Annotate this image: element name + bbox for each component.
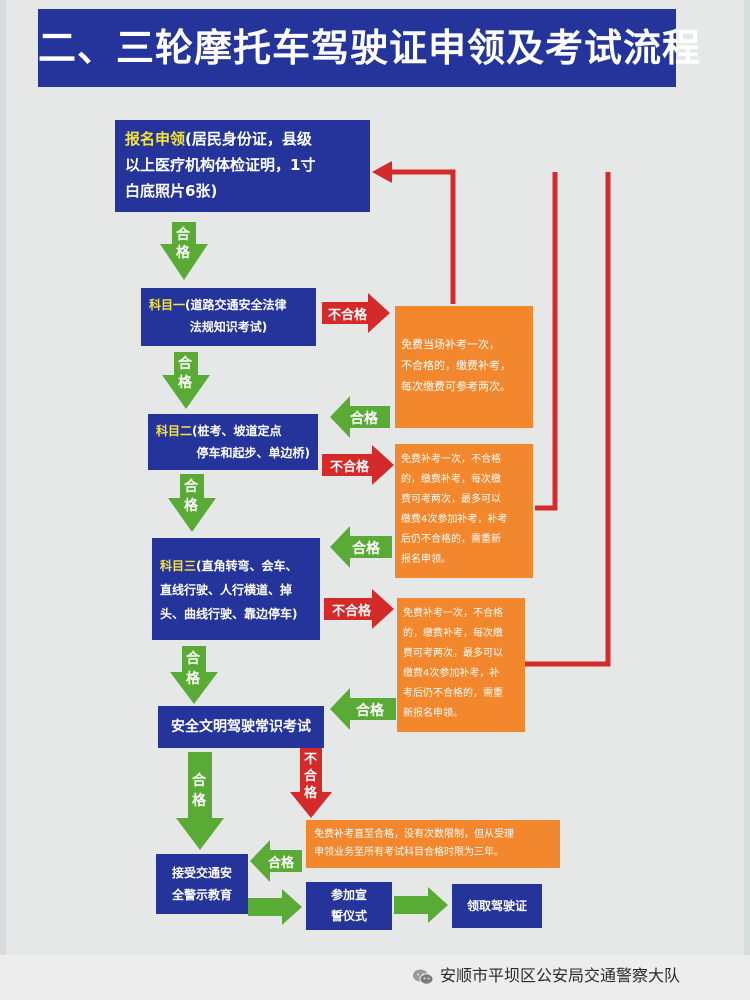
note-subject2: 免费补考一次，不合格 的，缴费补考，每次缴 费可考两次，最多可以 缴费4次参加补… (395, 444, 533, 578)
step-subject1-head: 科目一 (149, 298, 186, 312)
note-subject2-line5: 后仍不合格的，需重新 (401, 534, 501, 545)
fail-label-1: 不合格 (328, 308, 368, 323)
note-subject1-line1: 免费当场补考一次， (401, 338, 500, 351)
step-safety-exam: 安全文明驾驶常识考试 (158, 706, 324, 748)
note-subject1-line3: 每次缴费可参考两次。 (401, 380, 511, 393)
fail-label-3: 不合格 (332, 604, 372, 619)
pass-left-label-1: 合格 (350, 411, 378, 427)
pass-label-3-top: 合 (184, 479, 198, 495)
step-subject3-line3: 头、曲线行驶、靠边停车) (160, 607, 298, 621)
return-line-subject1 (390, 169, 456, 304)
note-subject2-line6: 报名申领。 (401, 554, 451, 565)
step-oath-line2: 誓仪式 (330, 909, 367, 923)
pass-label-5-bottom: 格 (192, 793, 206, 809)
pass-label-5-top: 合 (192, 773, 206, 789)
pass-left-label-4: 合格 (268, 856, 295, 871)
note-subject3-line2: 的，缴费补考，每次缴 (403, 628, 503, 639)
step-apply-line3: 白底照片6张) (125, 182, 218, 200)
step-apply-line2: 以上医疗机构体检证明，1寸 (125, 156, 316, 174)
next-arrow-oath (248, 889, 302, 925)
note-subject2-line1: 免费补考一次，不合格 (401, 454, 501, 465)
note-subject3-line5: 考后仍不合格的，需重 (403, 688, 503, 699)
note-subject3-line1: 免费补考一次，不合格 (403, 608, 503, 619)
return-lines (390, 169, 611, 667)
pass-label-1-top: 合 (176, 227, 190, 243)
step-subject3: 科目三(直角转弯、会车、 直线行驶、人行横道、掉 头、曲线行驶、靠边停车) (152, 538, 320, 640)
pass-left-arrow-1 (330, 396, 390, 438)
pass-arrow-5 (176, 752, 224, 850)
pass-label-2-bottom: 格 (178, 375, 192, 391)
step-license: 领取驾驶证 (452, 884, 542, 928)
pass-left-label-2: 合格 (352, 541, 380, 557)
step-apply: 报名申领(居民身份证，县级 以上医疗机构体检证明，1寸 白底照片6张) (115, 120, 370, 212)
step-subject3-head: 科目三 (160, 559, 197, 573)
next-arrow-license (394, 887, 448, 923)
wechat-icon (413, 969, 434, 985)
note-subject2-line4: 缴费4次参加补考，补考 (401, 514, 508, 525)
step-subject2-head: 科目二 (156, 424, 193, 438)
pass-left-arrow-3 (330, 688, 396, 730)
pass-left-label-3: 合格 (356, 703, 384, 719)
step-subject1-line1: (道路交通安全法律 (185, 298, 287, 312)
pass-left-arrow-2 (330, 526, 392, 568)
step-subject2-line1: (桩考、坡道定点 (192, 424, 282, 438)
pass-label-3-bottom: 格 (184, 498, 198, 514)
step-oath: 参加宣 誓仪式 (306, 882, 392, 930)
step-education-line2: 全警示教育 (171, 888, 232, 902)
step-subject1: 科目一(道路交通安全法律 法规知识考试) (141, 288, 316, 346)
note-subject3-line6: 新报名申领。 (403, 708, 463, 719)
fail-arrow-3 (324, 589, 394, 629)
step-subject2: 科目二(桩考、坡道定点 停车和起步、单边桥) (148, 414, 318, 470)
note-subject3: 免费补考一次，不合格 的，缴费补考，每次缴 费可考两次，最多可以 缴费4次参加补… (397, 598, 525, 732)
pass-arrow-4 (170, 646, 218, 704)
pass-arrow-2 (162, 352, 210, 409)
pass-left-arrow-4 (250, 840, 302, 882)
step-education-line1: 接受交通安 (171, 866, 232, 880)
footer-credit: 安顺市平坝区公安局交通警察大队 (412, 958, 680, 994)
step-subject3-line1: (直角转弯、会车、 (196, 559, 298, 573)
note-subject3-line4: 缴费4次参加补考，补 (403, 668, 500, 679)
pass-label-4-top: 合 (186, 651, 200, 667)
pass-arrow-3 (168, 474, 216, 532)
pass-arrow-1 (160, 222, 208, 280)
note-safety-line1: 免费补考直至合格，没有次数限制，但从受理 (314, 829, 514, 840)
pass-label-4-bottom: 格 (186, 671, 200, 687)
step-subject3-line2: 直线行驶、人行横道、掉 (160, 583, 293, 597)
return-line-subject3 (525, 172, 611, 667)
note-safety-line2: 申领业务至所有考试科目合格时限为三年。 (314, 847, 504, 858)
note-subject2-line2: 的，缴费补考，每次缴 (401, 474, 501, 485)
step-apply-line1: (居民身份证，县级 (185, 130, 312, 148)
note-subject3-line3: 费可考两次，最多可以 (403, 648, 503, 659)
pass-label-2-top: 合 (178, 356, 192, 372)
step-subject1-line2: 法规知识考试) (189, 320, 268, 334)
note-safety: 免费补考直至合格，没有次数限制，但从受理 申领业务至所有考试科目合格时限为三年。 (306, 820, 560, 868)
fail-arrow-2 (322, 445, 394, 485)
pass-label-1-bottom: 格 (176, 245, 190, 261)
fail-label-2: 不合格 (330, 460, 370, 475)
note-subject2-line3: 费可考两次，最多可以 (401, 494, 501, 505)
fail-arrow-1 (322, 293, 390, 333)
note-subject1-line2: 不合格的，缴费补考， (401, 359, 511, 372)
step-education: 接受交通安 全警示教育 (156, 854, 248, 914)
fail-label-safety-2: 合 (304, 769, 318, 784)
fail-label-safety-3: 格 (304, 786, 318, 801)
step-oath-line1: 参加宣 (330, 888, 367, 902)
fail-label-safety-1: 不 (304, 752, 318, 767)
return-arrowhead (372, 161, 392, 183)
return-line-subject2 (535, 172, 558, 511)
step-apply-head: 报名申领 (125, 130, 186, 148)
step-subject2-line2: 停车和起步、单边桥) (196, 446, 311, 460)
footer-text: 安顺市平坝区公安局交通警察大队 (440, 966, 681, 985)
page-title: 二、三轮摩托车驾驶证申领及考试流程 (38, 9, 700, 87)
fail-arrow-safety (290, 745, 332, 818)
note-subject1: 免费当场补考一次， 不合格的，缴费补考， 每次缴费可参考两次。 (395, 306, 533, 428)
floor (0, 955, 750, 1000)
